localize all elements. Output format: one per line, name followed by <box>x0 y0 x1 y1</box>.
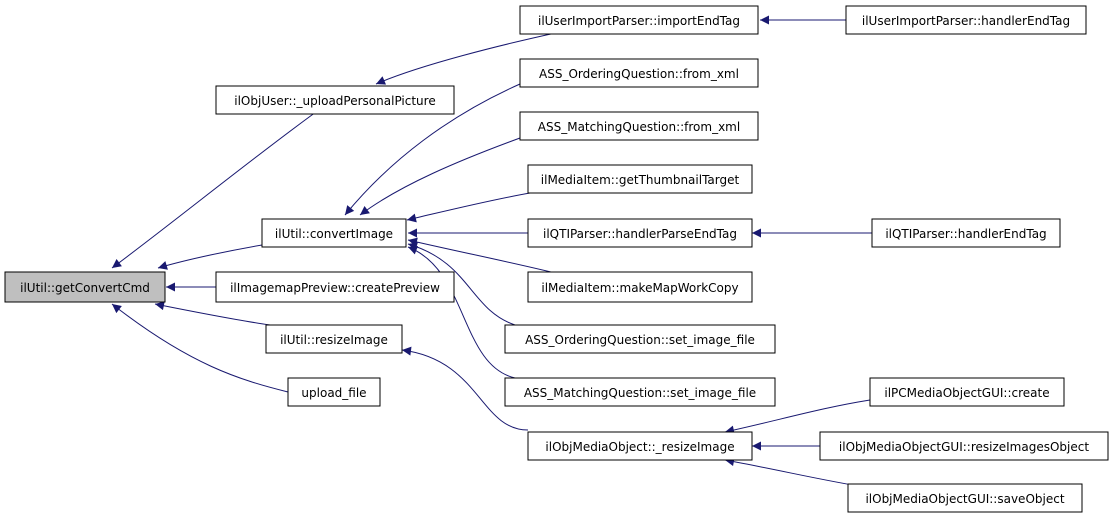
node-upload-personal-picture[interactable]: ilObjUser::_uploadPersonalPicture <box>215 85 455 115</box>
node-save-object[interactable]: ilObjMediaObjectGUI::saveObject <box>847 483 1083 513</box>
node-convert-image[interactable]: ilUtil::convertImage <box>261 218 407 248</box>
node-pc-create[interactable]: ilPCMediaObjectGUI::create <box>869 377 1065 407</box>
node-matching-set-image-file-label: ASS_MatchingQuestion::set_image_file <box>524 386 756 400</box>
node-qti-handler-end-tag[interactable]: ilQTIParser::handlerEndTag <box>871 218 1061 248</box>
node-make-map-work-copy[interactable]: ilMediaItem::makeMapWorkCopy <box>527 271 753 303</box>
node-ordering-from-xml[interactable]: ASS_OrderingQuestion::from_xml <box>519 58 759 88</box>
node-import-handler-end-tag-label: ilUserImportParser::handlerEndTag <box>862 14 1070 28</box>
node-resize-image[interactable]: ilUtil::resizeImage <box>265 324 403 354</box>
node-import-end-tag-label: ilUserImportParser::importEndTag <box>538 14 740 28</box>
node-ordering-set-image-file[interactable]: ASS_OrderingQuestion::set_image_file <box>504 324 776 354</box>
edge-pc-create-to-obj-resize-image <box>724 399 871 435</box>
node-ordering-set-image-file-label: ASS_OrderingQuestion::set_image_file <box>525 333 755 347</box>
node-upload-personal-picture-label: ilObjUser::_uploadPersonalPicture <box>234 94 435 108</box>
edge-ordering-set-image-file-to-convert-image <box>407 242 516 326</box>
node-get-convert-cmd-label: ilUtil::getConvertCmd <box>20 281 150 295</box>
node-obj-resize-image-label: ilObjMediaObject::_resizeImage <box>545 440 734 454</box>
node-obj-resize-image[interactable]: ilObjMediaObject::_resizeImage <box>527 431 753 461</box>
edge-obj-resize-image-to-resize-image <box>401 346 529 431</box>
node-import-handler-end-tag[interactable]: ilUserImportParser::handlerEndTag <box>845 5 1087 35</box>
node-create-preview[interactable]: ilImagemapPreview::createPreview <box>215 271 455 303</box>
node-matching-set-image-file[interactable]: ASS_MatchingQuestion::set_image_file <box>504 377 776 407</box>
edge-matching-from-xml-to-convert-image <box>359 137 521 216</box>
node-get-thumbnail-target-label: ilMediaItem::getThumbnailTarget <box>541 173 740 187</box>
edges <box>111 15 872 489</box>
node-import-end-tag[interactable]: ilUserImportParser::importEndTag <box>519 5 759 35</box>
node-matching-from-xml-label: ASS_MatchingQuestion::from_xml <box>538 120 740 134</box>
node-upload-file-label: upload_file <box>301 386 366 400</box>
node-save-object-label: ilObjMediaObjectGUI::saveObject <box>865 492 1064 506</box>
node-matching-from-xml[interactable]: ASS_MatchingQuestion::from_xml <box>519 111 759 141</box>
node-handler-parse-end-tag-label: ilQTIParser::handlerParseEndTag <box>543 227 737 241</box>
node-convert-image-label: ilUtil::convertImage <box>275 227 393 241</box>
node-resize-images-object-label: ilObjMediaObjectGUI::resizeImagesObject <box>839 440 1089 454</box>
node-pc-create-label: ilPCMediaObjectGUI::create <box>884 386 1049 400</box>
node-resize-image-label: ilUtil::resizeImage <box>280 333 388 347</box>
node-make-map-work-copy-label: ilMediaItem::makeMapWorkCopy <box>541 281 738 295</box>
edge-matching-set-image-file-to-convert-image <box>407 246 516 379</box>
edge-ordering-from-xml-to-convert-image <box>344 83 521 216</box>
edge-upload-file-to-get-convert-cmd <box>111 303 289 393</box>
node-handler-parse-end-tag[interactable]: ilQTIParser::handlerParseEndTag <box>527 218 753 248</box>
node-resize-images-object[interactable]: ilObjMediaObjectGUI::resizeImagesObject <box>819 431 1109 461</box>
edge-import-end-tag-to-upload-personal-picture <box>375 31 561 85</box>
edge-upload-personal-picture-to-get-convert-cmd <box>111 111 317 269</box>
node-create-preview-label: ilImagemapPreview::createPreview <box>230 281 440 295</box>
node-get-convert-cmd[interactable]: ilUtil::getConvertCmd <box>4 271 166 303</box>
edge-get-thumbnail-target-to-convert-image <box>406 192 531 223</box>
edge-resize-image-to-get-convert-cmd <box>154 301 271 326</box>
node-upload-file[interactable]: upload_file <box>287 377 381 407</box>
node-qti-handler-end-tag-label: ilQTIParser::handlerEndTag <box>885 227 1046 241</box>
node-get-thumbnail-target[interactable]: ilMediaItem::getThumbnailTarget <box>527 164 753 194</box>
edge-make-map-work-copy-to-convert-image <box>407 237 556 274</box>
node-ordering-from-xml-label: ASS_OrderingQuestion::from_xml <box>539 67 739 81</box>
